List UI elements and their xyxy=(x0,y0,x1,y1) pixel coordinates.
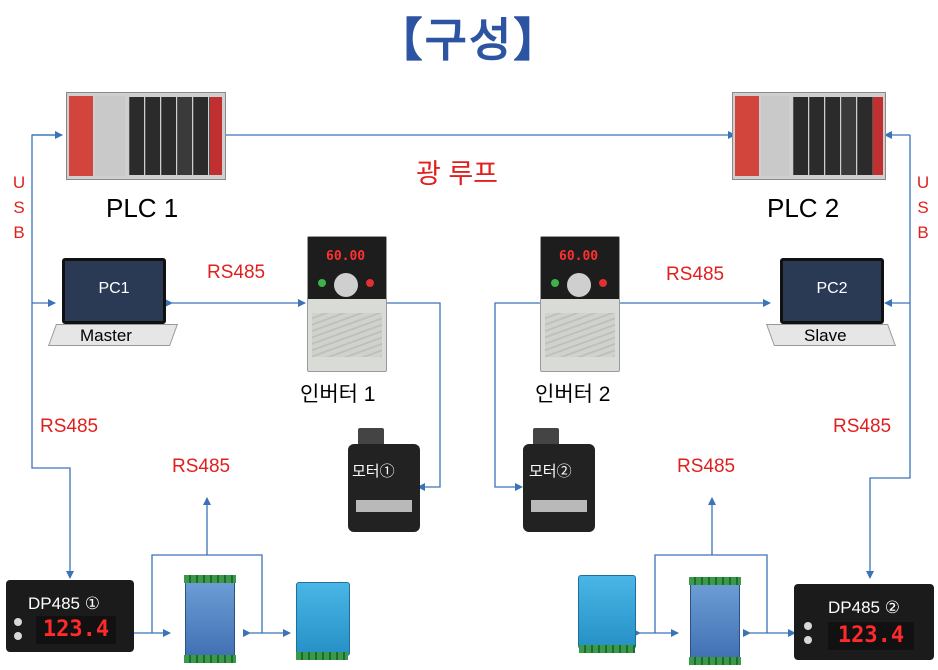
optical-loop-label: 광 루프 xyxy=(416,159,499,189)
rs485-left-label: RS485 xyxy=(40,416,99,437)
motor2-label: 모터② xyxy=(529,463,572,480)
right-vertical-line xyxy=(866,135,911,579)
pc2-name: PC2 xyxy=(816,280,848,297)
dp485-1-label: DP485 ① xyxy=(28,594,100,613)
pc1-role: Master xyxy=(80,326,132,345)
usb-left-label: U S B xyxy=(12,173,26,242)
inverter2-motor2-line xyxy=(494,299,547,491)
icpcon-module-right xyxy=(689,577,741,665)
motor1-label: 모터① xyxy=(352,463,395,480)
pc1-name: PC1 xyxy=(98,280,130,297)
adam-module-left xyxy=(296,582,350,660)
usb-right-label: U S B xyxy=(916,173,930,242)
icpcon-module-left xyxy=(184,575,236,663)
dp485-1-display: 123.4 xyxy=(36,616,116,644)
page-title: 【구성】 xyxy=(376,13,562,67)
pc2-role: Slave xyxy=(804,326,847,345)
inverter2-device: 60.00 xyxy=(540,236,620,372)
dp485-2-label: DP485 ② xyxy=(828,598,900,617)
motor2-device: 모터② xyxy=(523,428,595,532)
rs485-inverter2-pc2-label: RS485 xyxy=(666,264,725,285)
dp485-1-device: DP485 ① 123.4 xyxy=(6,580,134,652)
inverter1-display: 60.00 xyxy=(326,249,366,264)
adam-module-right xyxy=(578,575,636,653)
pc1-laptop: PC1 Master xyxy=(47,258,179,350)
plc2-label: PLC 2 xyxy=(767,193,840,223)
motor1-device: 모터① xyxy=(348,428,420,532)
rs485-pc1-inverter1-label: RS485 xyxy=(207,262,266,283)
inverter1-device: 60.00 xyxy=(307,236,387,372)
inverter2-label: 인버터 2 xyxy=(535,383,611,406)
inverter1-motor1-line xyxy=(378,299,441,491)
left-vertical-line xyxy=(31,134,74,579)
right-module-bus xyxy=(654,554,768,633)
dp485-2-display: 123.4 xyxy=(828,622,914,650)
plc1-rack xyxy=(66,92,226,180)
plc2-rack xyxy=(732,92,886,180)
pc2-laptop: PC2 Slave xyxy=(765,258,897,350)
inverter2-display: 60.00 xyxy=(559,249,599,264)
rs485-right-label: RS485 xyxy=(833,416,892,437)
rs485-module-right-label: RS485 xyxy=(677,456,736,477)
dp485-2-device: DP485 ② 123.4 xyxy=(794,584,934,660)
plc1-label: PLC 1 xyxy=(106,193,179,223)
rs485-module-left-label: RS485 xyxy=(172,456,231,477)
inverter1-label: 인버터 1 xyxy=(300,383,376,406)
